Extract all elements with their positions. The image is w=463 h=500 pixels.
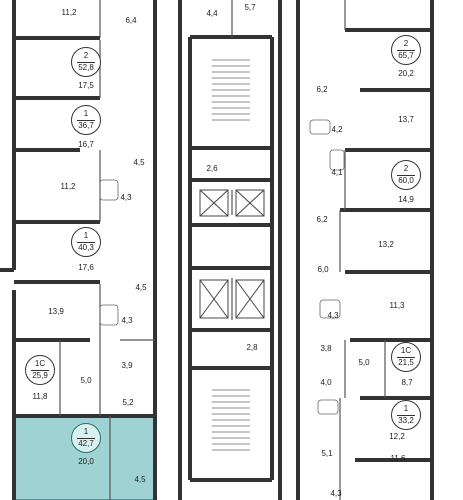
room-area-label: 20,2 — [398, 69, 414, 78]
apartment-area: 42,7 — [78, 438, 94, 448]
room-area-label: 4,5 — [134, 475, 146, 484]
room-area-label: 13,2 — [378, 240, 394, 249]
apartment-area: 33,2 — [398, 415, 414, 425]
room-area-label: 4,3 — [330, 489, 342, 498]
apartment-rooms: 1С — [34, 359, 46, 369]
room-area-label: 2,6 — [206, 164, 218, 173]
room-area-label: 6,0 — [317, 265, 329, 274]
room-area-label: 6,2 — [316, 85, 328, 94]
room-area-label: 8,7 — [401, 378, 413, 387]
room-area-label: 4,4 — [206, 9, 218, 18]
room-area-label: 5,2 — [122, 398, 134, 407]
apartment-rooms: 1 — [83, 231, 89, 241]
room-area-label: 4,0 — [320, 378, 332, 387]
room-area-label: 4,3 — [327, 311, 339, 320]
room-area-label: 12,2 — [389, 432, 405, 441]
room-area-label: 14,9 — [398, 195, 414, 204]
apartment-rooms: 2 — [403, 39, 409, 49]
apartment-area: 65,7 — [398, 50, 414, 60]
apartment-rooms: 2 — [83, 51, 89, 61]
room-area-label: 3,9 — [121, 361, 133, 370]
room-area-label: 6,2 — [316, 215, 328, 224]
room-area-label: 11,8 — [32, 392, 48, 401]
room-area-label: 5,0 — [80, 376, 92, 385]
room-area-label: 4,5 — [135, 283, 147, 292]
apartment-area: 25,9 — [32, 370, 48, 380]
walls — [0, 0, 434, 500]
room-area-label: 11,3 — [389, 301, 405, 310]
apartment-area: 36,7 — [78, 120, 94, 130]
apartment-rooms: 1 — [83, 109, 89, 119]
apartment-area: 40,3 — [78, 242, 94, 252]
apartment-rooms: 1С — [400, 346, 412, 356]
elevators — [199, 189, 265, 319]
thin-walls — [59, 0, 386, 500]
apartment-area: 60,0 — [398, 175, 414, 185]
room-area-label: 2,8 — [246, 343, 258, 352]
apartment-rooms: 1 — [83, 427, 89, 437]
room-area-label: 3,8 — [320, 344, 332, 353]
apartment-rooms: 1 — [403, 404, 409, 414]
room-area-label: 16,7 — [78, 140, 94, 149]
room-area-label: 4,2 — [331, 125, 343, 134]
room-area-label: 20,0 — [78, 457, 94, 466]
room-area-label: 5,0 — [358, 358, 370, 367]
room-area-label: 4,5 — [133, 158, 145, 167]
room-area-label: 11,6 — [390, 454, 406, 463]
apartment-area: 21,5 — [398, 357, 414, 367]
apartment-area: 52,8 — [78, 62, 94, 72]
apartment-rooms: 2 — [403, 164, 409, 174]
room-area-label: 17,5 — [78, 81, 94, 90]
bathroom-fixtures — [99, 119, 345, 415]
room-area-label: 5,1 — [321, 449, 333, 458]
room-area-label: 13,9 — [48, 307, 64, 316]
room-area-label: 4,3 — [121, 316, 133, 325]
room-area-label: 13,7 — [398, 115, 414, 124]
room-area-label: 4,3 — [120, 193, 132, 202]
room-area-label: 5,7 — [244, 3, 256, 12]
room-area-label: 11,2 — [61, 8, 77, 17]
room-area-label: 4,1 — [331, 168, 343, 177]
stairs — [212, 59, 250, 451]
room-area-label: 17,6 — [78, 263, 94, 272]
room-area-label: 11,2 — [60, 182, 76, 191]
room-area-label: 6,4 — [125, 16, 137, 25]
